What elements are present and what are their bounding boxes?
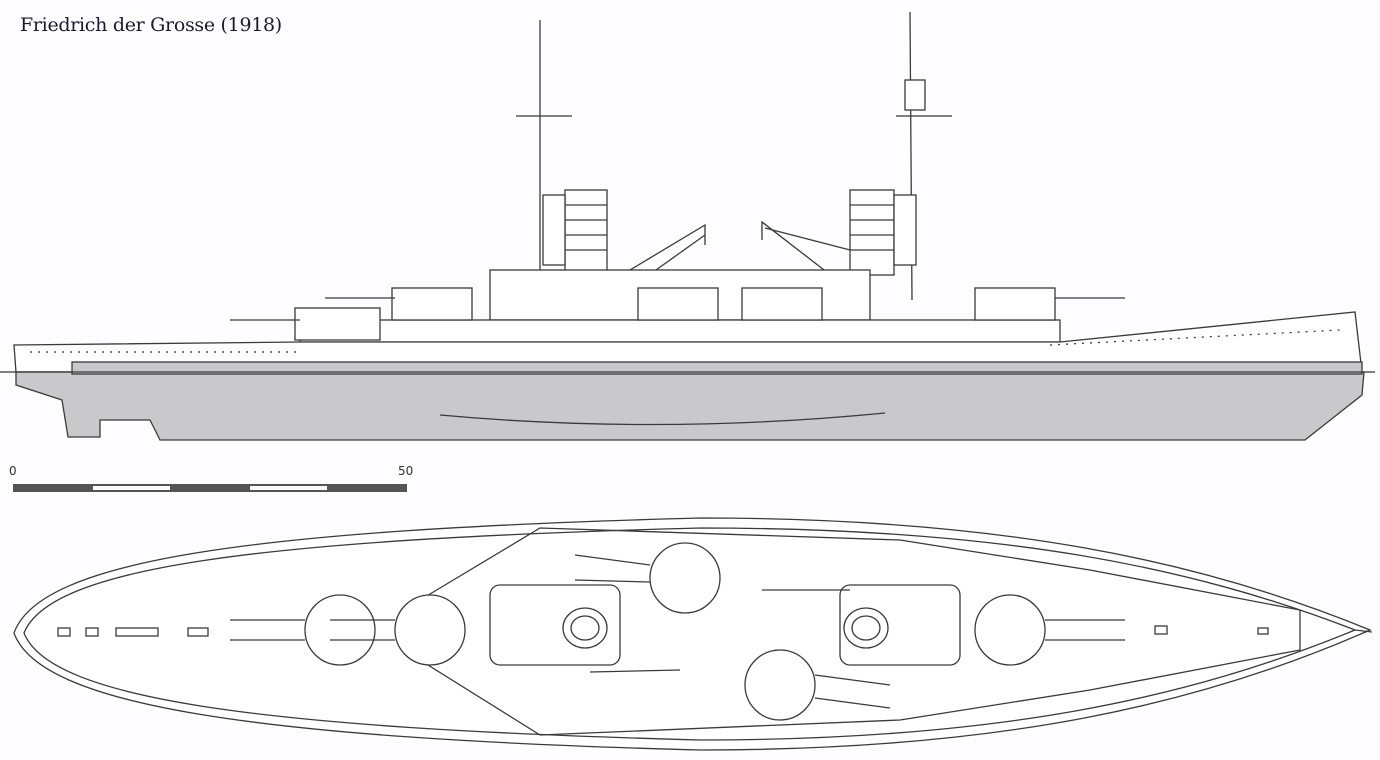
forecastle-deck <box>299 319 1061 343</box>
armor-belt <box>71 361 1363 375</box>
deck-outline <box>13 517 1372 751</box>
lower-hull <box>15 371 1365 441</box>
fore-bridge <box>542 194 566 266</box>
bilge-keel <box>439 412 886 426</box>
scale-bar <box>13 484 407 492</box>
aft-bridge <box>893 194 917 266</box>
forecastle-outline <box>419 527 1301 736</box>
aft-funnel-plan <box>843 607 889 649</box>
aft-crane <box>761 220 851 291</box>
fore-funnel-plan <box>562 607 608 649</box>
turrets-plan <box>230 542 1125 721</box>
drawing-title: Friedrich der Grosse (1918) <box>20 14 282 36</box>
scale-start-label: 0 <box>9 464 17 478</box>
aft-funnel <box>849 189 895 276</box>
scale-end-label: 50 <box>398 464 414 478</box>
plan-view <box>13 517 1373 751</box>
deck-hatches <box>57 625 1269 637</box>
portholes <box>30 329 1341 353</box>
side-profile <box>0 11 1375 441</box>
turrets-side <box>230 287 1125 341</box>
main-mast-top <box>904 79 926 111</box>
